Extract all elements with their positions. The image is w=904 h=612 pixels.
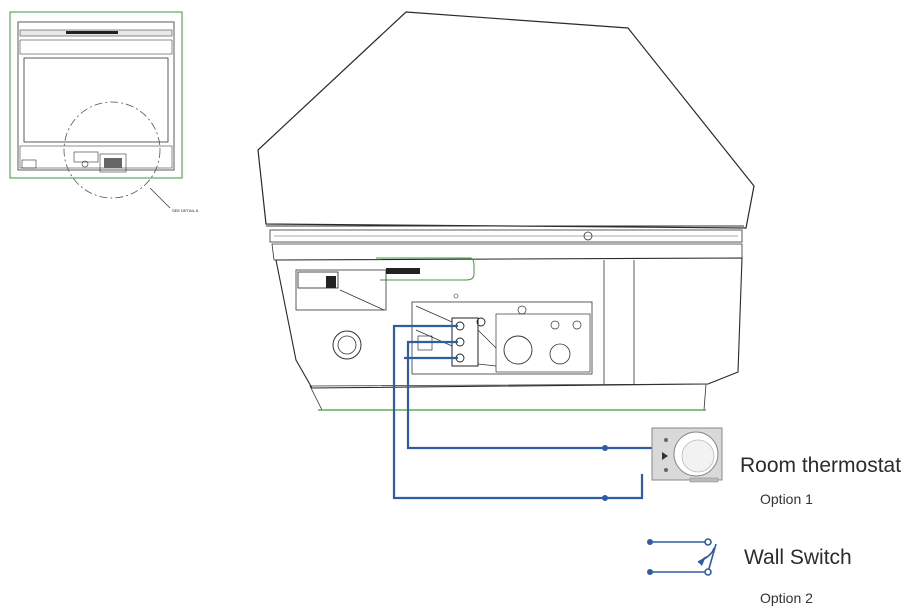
room-thermostat	[651, 427, 723, 483]
option-2-label: Option 2	[760, 590, 813, 606]
wall-switch-label: Wall Switch	[744, 546, 852, 569]
fireplace-overview-thumbnail: SEE DETAIL A	[9, 11, 199, 213]
fireplace-housing	[257, 11, 755, 411]
thermostat-wiring	[392, 324, 660, 501]
option-1-label: Option 1	[760, 491, 813, 507]
see-detail-label: SEE DETAIL A	[172, 208, 199, 213]
room-thermostat-label: Room thermostat	[740, 454, 901, 477]
wall-switch	[647, 538, 717, 576]
